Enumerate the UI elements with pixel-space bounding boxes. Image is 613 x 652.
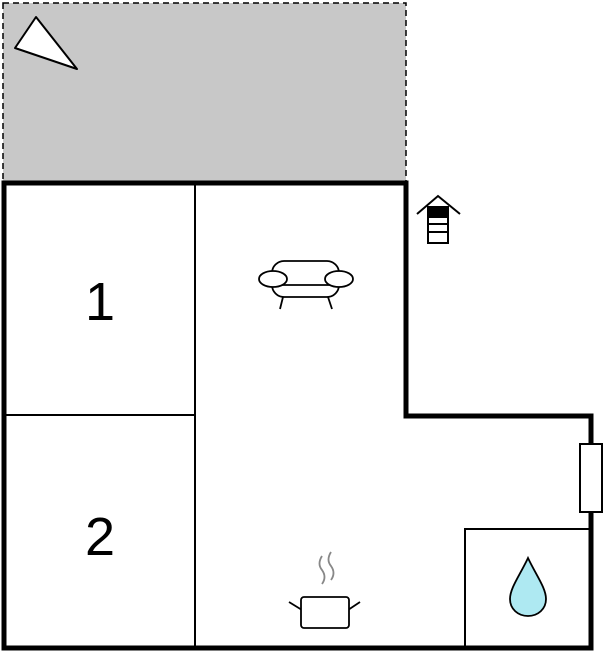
- room-label-2: 2: [85, 507, 115, 567]
- wall-bathroom: [464, 528, 591, 648]
- sofa-icon: [258, 260, 354, 310]
- north-arrow-icon: [14, 16, 78, 70]
- outer-wall: [1, 180, 594, 651]
- house-entrance-icon: [416, 194, 461, 244]
- terrace-area: [2, 2, 407, 184]
- room-label-1: 1: [85, 272, 115, 332]
- cooking-pot-icon: [288, 551, 361, 629]
- water-drop-icon: [509, 555, 547, 617]
- radiator-icon: [579, 443, 603, 513]
